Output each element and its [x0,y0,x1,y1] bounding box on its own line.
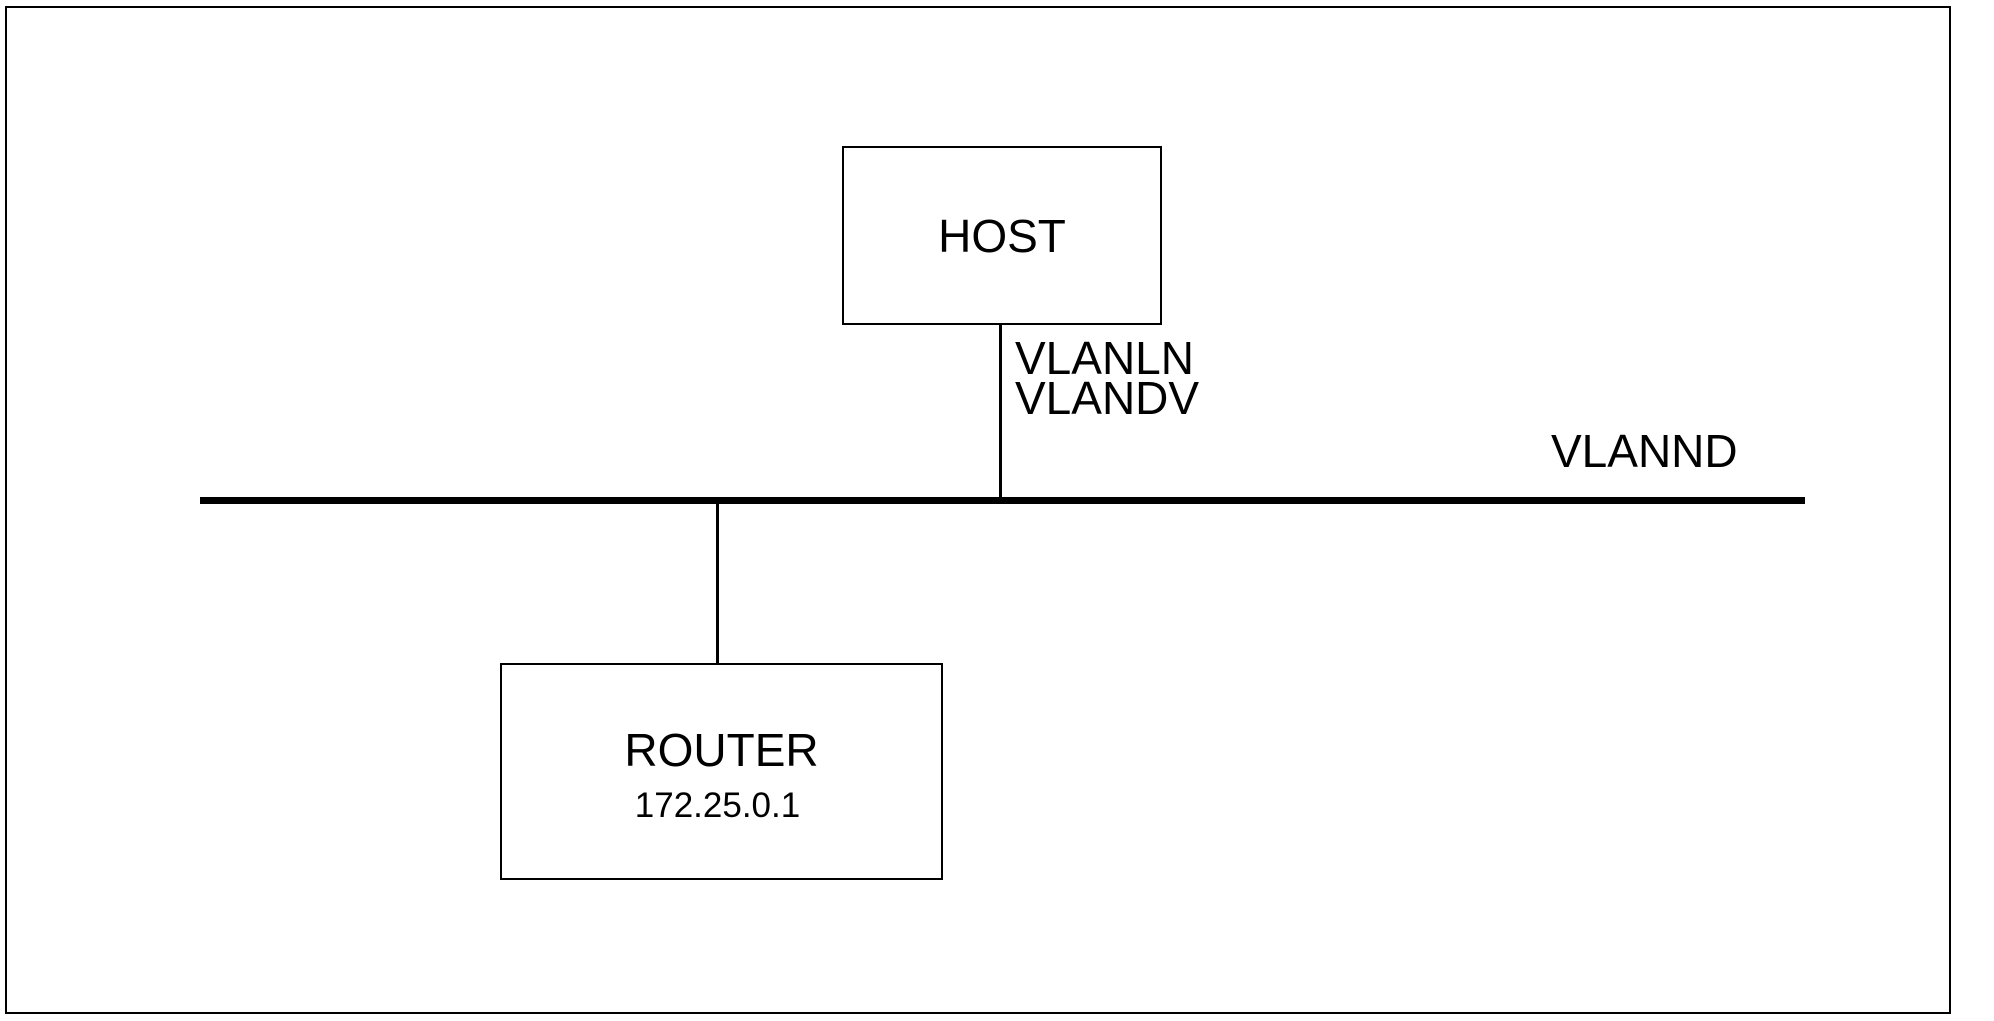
host-label: HOST [938,210,1066,262]
router-node: ROUTER 172.25.0.1 [500,663,943,880]
diagram-frame [5,6,1951,1014]
host-connection-line [999,323,1002,499]
host-link-label-vlandv: VLANDV [1015,372,1200,424]
router-ip-address: 172.25.0.1 [634,786,801,825]
bus-label: VLANND [1551,425,1738,477]
host-node: HOST [842,146,1162,325]
router-label: ROUTER [624,724,819,776]
host-link-label-vlanln: VLANLN [1015,332,1194,384]
network-bus-line [200,497,1805,504]
router-connection-line [716,502,719,665]
